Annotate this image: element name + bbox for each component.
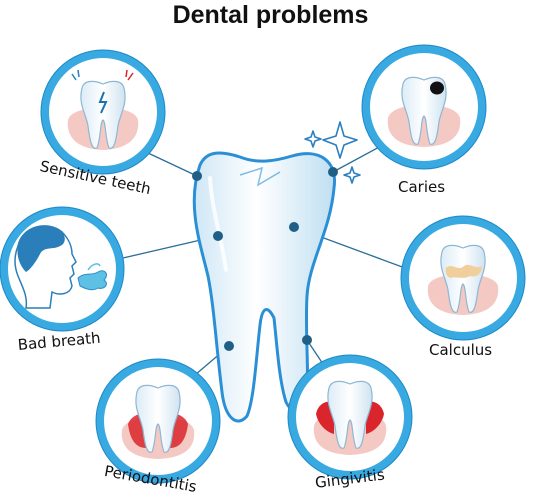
periodontitis-circle	[95, 358, 221, 484]
dot-bad-breath	[213, 231, 223, 241]
dot-caries	[328, 167, 338, 177]
caries-tooth-icon	[387, 76, 461, 147]
central-tooth-icon	[192, 151, 336, 423]
connector-caries	[332, 144, 384, 173]
sparkle-star-icon	[304, 121, 361, 184]
calculus-tooth-icon	[427, 244, 499, 315]
periodontitis-tooth-icon	[121, 384, 195, 459]
page-title: Dental problems	[172, 1, 369, 29]
connector-sensitive	[147, 152, 198, 177]
dot-periodontitis	[224, 341, 234, 351]
sensitive-tooth-icon	[67, 69, 139, 150]
dot-gingivitis	[302, 335, 312, 345]
gingivitis-tooth-icon	[313, 380, 387, 455]
sensitive-teeth-circle	[40, 49, 166, 175]
dot-calculus	[289, 222, 299, 232]
label-caries: Caries	[398, 178, 446, 196]
caries-circle	[361, 44, 487, 170]
calculus-circle	[400, 215, 526, 341]
bad-breath-face-icon	[14, 225, 107, 309]
dot-sensitive	[192, 171, 202, 181]
gingivitis-circle	[287, 354, 413, 480]
label-calculus: Calculus	[429, 341, 493, 359]
bad-breath-circle	[0, 206, 125, 332]
connector-dots	[192, 167, 338, 351]
